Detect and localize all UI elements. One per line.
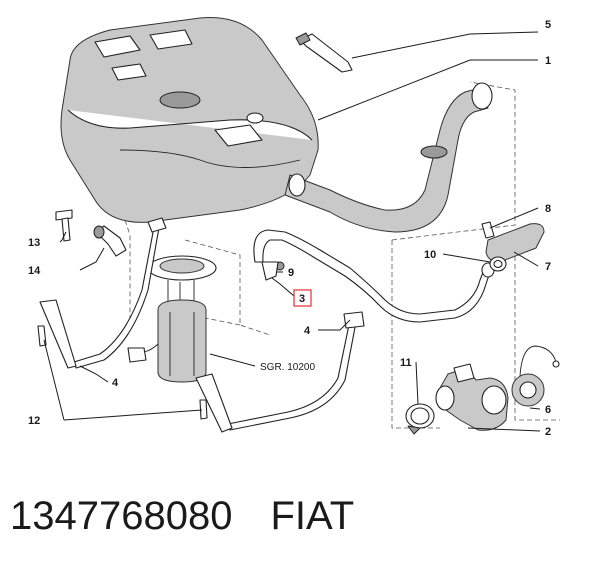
callout-14: 14 xyxy=(28,265,41,277)
callout-9: 9 xyxy=(288,267,294,279)
callout-3: 3 xyxy=(299,293,305,305)
highlight-box-callout-3 xyxy=(293,289,312,307)
callout-labels: 1 2 3 4 4 5 6 7 8 9 10 11 12 13 14 SGR. … xyxy=(28,19,551,438)
filler-body-part2 xyxy=(435,363,509,431)
hose-clip-part10 xyxy=(489,256,507,272)
leader-lines xyxy=(43,31,541,432)
callout-6: 6 xyxy=(545,404,551,416)
part-number: 1347768080 xyxy=(10,493,233,538)
callout-4-left: 4 xyxy=(112,377,119,389)
tank-strap-left xyxy=(39,217,167,369)
callout-1: 1 xyxy=(545,55,551,67)
callout-13: 13 xyxy=(28,237,40,249)
callout-12: 12 xyxy=(28,415,40,427)
brand-name: FIAT xyxy=(270,493,355,538)
elbow-fitting xyxy=(93,225,127,257)
callout-2: 2 xyxy=(545,426,551,438)
tank-strap-right xyxy=(195,311,365,433)
fuel-pump-unit xyxy=(127,255,217,383)
part-caption: 1347768080 FIAT xyxy=(10,491,354,541)
hose-clamp-part11 xyxy=(405,403,435,435)
fuel-tank xyxy=(60,16,319,223)
filler-neck-pipe xyxy=(284,82,493,233)
sender-tube-part5 xyxy=(295,32,353,73)
sgr-reference-label: SGR. 10200 xyxy=(260,362,315,373)
callout-8: 8 xyxy=(545,203,551,215)
fuel-cap-part6 xyxy=(511,345,560,407)
callout-5: 5 xyxy=(545,19,551,31)
callout-11: 11 xyxy=(400,357,412,369)
exploded-parts-diagram: 1 2 3 4 4 5 6 7 8 9 10 11 12 13 14 SGR. … xyxy=(28,16,560,438)
callout-4-right: 4 xyxy=(304,325,311,337)
breather-valve-part7 xyxy=(481,221,545,263)
vent-clip xyxy=(261,261,285,281)
callout-10: 10 xyxy=(424,249,436,261)
callout-7: 7 xyxy=(545,261,551,273)
